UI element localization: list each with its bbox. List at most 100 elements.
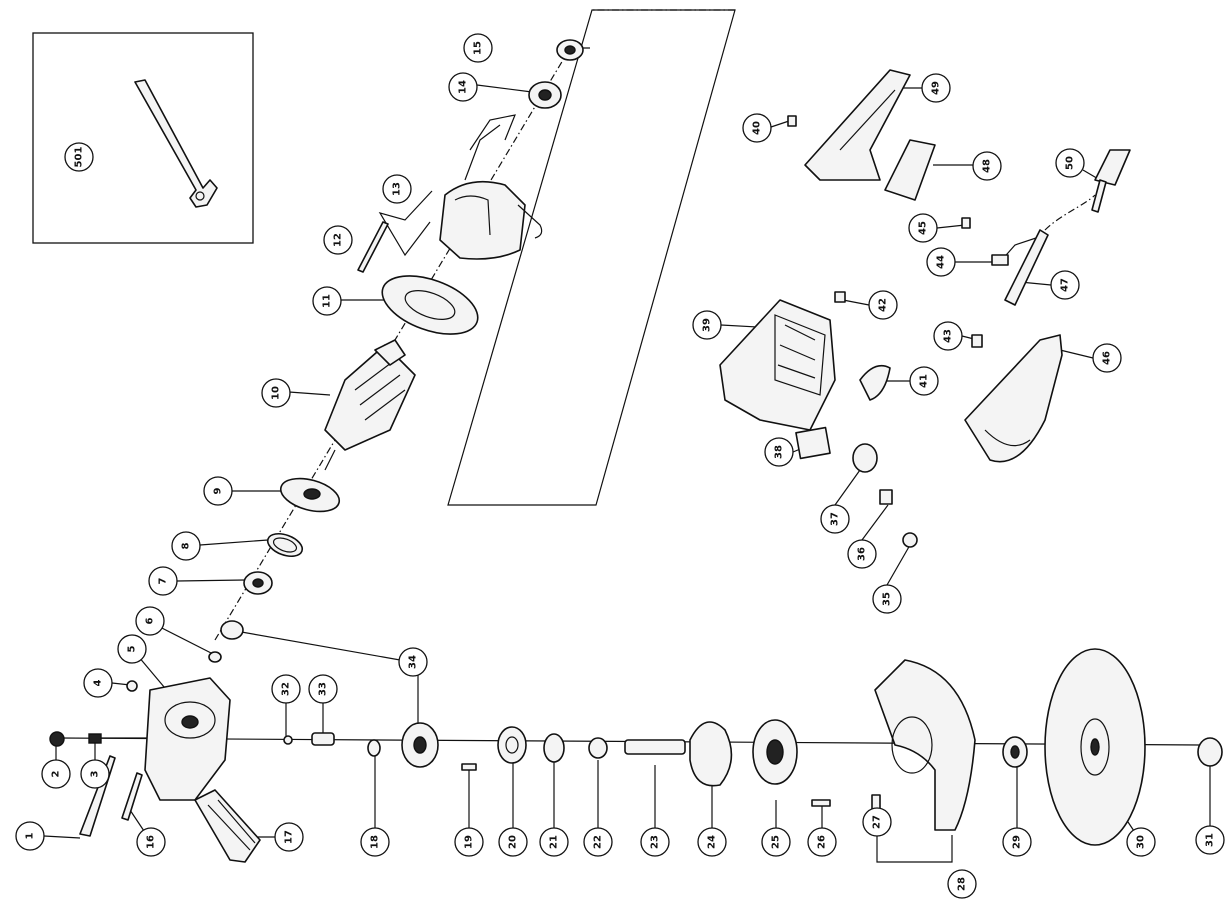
svg-text:48: 48	[982, 159, 993, 173]
svg-text:20: 20	[508, 835, 519, 849]
part-41-label	[859, 364, 891, 401]
part-36-brush	[879, 489, 893, 505]
callout-34: 34	[398, 647, 428, 677]
svg-text:35: 35	[882, 592, 893, 606]
part-31-nut	[1197, 737, 1223, 767]
part-10-armature	[324, 339, 416, 471]
callout-2: 2	[41, 759, 71, 789]
part-16-screw	[121, 772, 143, 821]
svg-text:31: 31	[1205, 833, 1216, 847]
svg-text:43: 43	[943, 329, 954, 343]
part-28-guard	[874, 659, 976, 831]
callout-15: 15	[463, 33, 493, 63]
callout-41: 41	[909, 366, 939, 396]
svg-text:44: 44	[936, 255, 947, 269]
svg-text:36: 36	[857, 547, 868, 561]
part-8-ring	[266, 532, 304, 558]
svg-text:1: 1	[25, 832, 36, 839]
callout-3: 3	[80, 759, 110, 789]
part-4-screw	[126, 680, 138, 692]
part-2-knob	[49, 731, 65, 747]
svg-text:5: 5	[127, 645, 138, 652]
part-19-screw	[461, 763, 477, 771]
callout-6: 6	[135, 606, 165, 636]
svg-text:49: 49	[931, 81, 942, 95]
callout-8: 8	[171, 531, 201, 561]
part-33-pin	[311, 732, 335, 746]
callout-24: 24	[697, 827, 727, 857]
svg-text:14: 14	[458, 80, 469, 94]
part-24-gasket	[689, 721, 733, 787]
svg-text:26: 26	[817, 835, 828, 849]
svg-text:3: 3	[90, 770, 101, 777]
part-43-brush	[971, 334, 983, 348]
callout-14: 14	[448, 72, 478, 102]
svg-text:4: 4	[93, 679, 104, 686]
svg-text:29: 29	[1012, 835, 1023, 849]
callout-23: 23	[640, 827, 670, 857]
svg-text:15: 15	[473, 41, 484, 55]
callout-43: 43	[933, 321, 963, 351]
svg-text:2: 2	[51, 770, 62, 777]
part-3-spring	[88, 733, 102, 744]
part-7-bearing	[243, 571, 273, 595]
callout-37: 37	[820, 504, 850, 534]
part-42-screw	[834, 291, 846, 303]
svg-text:38: 38	[774, 445, 785, 459]
callout-49: 49	[921, 73, 951, 103]
svg-text:47: 47	[1060, 278, 1071, 292]
callout-11: 11	[312, 286, 342, 316]
part-39-motor-housing	[719, 299, 836, 431]
svg-text:6: 6	[145, 617, 156, 624]
callout-19: 19	[454, 827, 484, 857]
svg-text:21: 21	[549, 835, 560, 849]
part-18-ring	[367, 739, 381, 757]
part-25-bearing-box	[752, 719, 798, 785]
svg-text:42: 42	[878, 298, 889, 312]
part-17-handle	[194, 789, 261, 863]
part-35-cap	[902, 532, 918, 548]
part-22-ring	[588, 737, 608, 759]
part-47-cord-guard	[1004, 229, 1049, 306]
part-49-handle-cover	[804, 69, 911, 181]
svg-text:45: 45	[918, 221, 929, 235]
callout-7: 7	[148, 566, 178, 596]
callout-50: 50	[1055, 148, 1085, 178]
svg-text:25: 25	[771, 835, 782, 849]
part-14-bearing	[528, 81, 562, 109]
part-26-screw	[811, 799, 831, 807]
callout-16: 16	[136, 827, 166, 857]
svg-text:8: 8	[181, 542, 192, 549]
part-34-bevel-gear	[401, 722, 439, 768]
part-21-bearing	[543, 733, 565, 763]
callout-27: 27	[862, 807, 892, 837]
svg-text:40: 40	[752, 121, 763, 135]
callout-46: 46	[1092, 343, 1122, 373]
callout-33: 33	[308, 674, 338, 704]
callout-26: 26	[807, 827, 837, 857]
svg-text:9: 9	[213, 487, 224, 494]
part-44-clamp	[991, 254, 1009, 266]
svg-text:50: 50	[1065, 156, 1076, 170]
svg-text:34: 34	[408, 655, 419, 669]
callout-36: 36	[847, 539, 877, 569]
part-40-screw	[787, 115, 797, 127]
callout-32: 32	[271, 674, 301, 704]
part-45-screw	[961, 217, 971, 229]
svg-text:30: 30	[1136, 835, 1147, 849]
svg-text:18: 18	[370, 835, 381, 849]
svg-text:28: 28	[957, 877, 968, 891]
part-13-stator	[439, 114, 543, 260]
part-20-plate	[497, 726, 527, 764]
callout-35: 35	[872, 584, 902, 614]
svg-text:17: 17	[284, 830, 295, 844]
callout-21: 21	[539, 827, 569, 857]
callout-12: 12	[323, 225, 353, 255]
part-15-bearing	[556, 39, 584, 61]
part-48-switch	[884, 139, 936, 201]
callout-17: 17	[274, 822, 304, 852]
svg-text:37: 37	[830, 512, 841, 526]
svg-text:32: 32	[281, 682, 292, 696]
accessory-frame	[32, 32, 254, 244]
svg-text:12: 12	[333, 233, 344, 247]
